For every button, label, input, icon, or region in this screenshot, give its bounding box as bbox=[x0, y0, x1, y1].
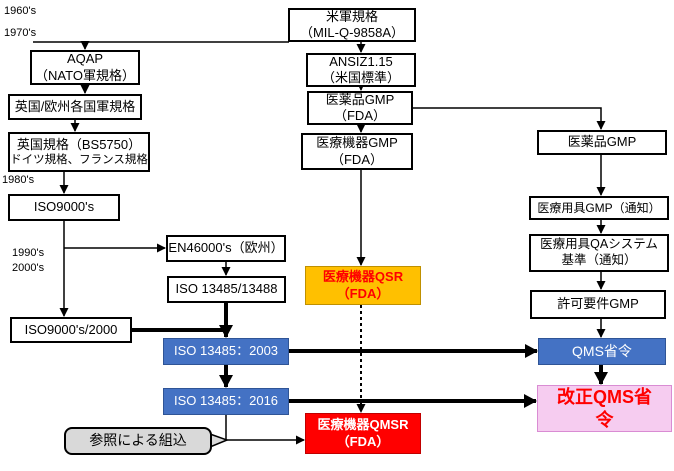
timeline-1980s: 1980's bbox=[2, 174, 35, 186]
box-label: （MIL-Q-9858A） bbox=[299, 25, 405, 40]
box-label: 医療機器QMSR bbox=[317, 417, 409, 433]
arrow-iso13485-2016-to-qmsr bbox=[225, 415, 305, 445]
box-label: ISO 13485/13488 bbox=[175, 281, 278, 297]
box-aqap: AQAP （NATO軍規格） bbox=[30, 50, 140, 85]
box-label: 医療用具GMP（通知） bbox=[537, 200, 661, 215]
timeline-2000s: 2000's bbox=[12, 262, 45, 274]
box-label: 医薬品GMP bbox=[325, 91, 395, 107]
box-label: （FDA） bbox=[336, 285, 390, 301]
box-iso13485-2016: ISO 13485：2016 bbox=[163, 388, 289, 415]
box-label: ISO9000's/2000 bbox=[24, 321, 118, 337]
box-label: （FDA） bbox=[333, 108, 386, 123]
box-label: ISO9000's bbox=[33, 199, 95, 215]
box-label: AQAP bbox=[66, 51, 104, 67]
arrow-drug-gmp-to-drug-gmp-jp bbox=[413, 107, 606, 130]
timeline-1970s: 1970's bbox=[4, 27, 37, 39]
box-label: （FDA） bbox=[336, 433, 390, 449]
box-iso9000-2000: ISO9000's/2000 bbox=[10, 317, 132, 343]
box-revised-qms-ordinance: 改正QMS省 令 bbox=[537, 385, 672, 432]
box-label: 医療用具QAシステム bbox=[540, 237, 658, 252]
box-label: ドイツ規格、フランス規格 bbox=[10, 153, 148, 166]
box-qms-ordinance: QMS省令 bbox=[538, 338, 666, 365]
box-iso9000: ISO9000's bbox=[8, 194, 120, 221]
box-label: 医療機器GMP bbox=[316, 135, 398, 151]
box-device-gmp-fda: 医療機器GMP （FDA） bbox=[301, 133, 413, 170]
box-ansi-z115: ANSIZ1.15 （米国標準） bbox=[306, 53, 416, 87]
box-drug-gmp-jp: 医薬品GMP bbox=[537, 130, 667, 155]
box-iso13485-2003: ISO 13485：2003 bbox=[163, 338, 289, 365]
box-device-gmp-notice: 医療用具GMP（通知） bbox=[529, 196, 669, 220]
box-label: （米国標準） bbox=[321, 70, 400, 85]
box-label: EN46000's（欧州） bbox=[168, 240, 284, 256]
box-label: 基準（通知） bbox=[561, 253, 637, 267]
box-label: ANSIZ1.15 bbox=[329, 53, 393, 69]
box-device-qmsr-fda: 医療機器QMSR （FDA） bbox=[305, 413, 421, 454]
box-label: （FDA） bbox=[330, 151, 383, 167]
box-label: ISO 13485：2016 bbox=[173, 393, 279, 409]
box-bs5750: 英国規格（BS5750） ドイツ規格、フランス規格 bbox=[8, 132, 150, 172]
box-label: 医薬品GMP bbox=[567, 134, 637, 150]
box-label: 医療機器QSR bbox=[322, 269, 404, 285]
callout-tail bbox=[209, 432, 230, 449]
box-label: 改正QMS省 bbox=[556, 387, 652, 407]
timeline-1990s: 1990's bbox=[12, 247, 45, 259]
box-qa-system-standard: 医療用具QAシステム 基準（通知） bbox=[529, 234, 669, 272]
box-mil-spec: 米軍規格 （MIL-Q-9858A） bbox=[288, 8, 416, 42]
box-label: （NATO軍規格） bbox=[35, 67, 135, 83]
box-label: 令 bbox=[595, 409, 614, 430]
box-iso13485-13488: ISO 13485/13488 bbox=[167, 276, 286, 303]
box-en46000: EN46000's（欧州） bbox=[166, 235, 286, 262]
callout-label: 参照による組込 bbox=[89, 432, 187, 449]
box-drug-gmp-fda: 医薬品GMP （FDA） bbox=[307, 91, 413, 125]
box-label: ISO 13485：2003 bbox=[173, 343, 279, 359]
box-label: QMS省令 bbox=[572, 342, 632, 359]
box-uk-eu-military: 英国/欧州各国軍規格 bbox=[8, 94, 142, 120]
callout-reference-incorporation: 参照による組込 bbox=[64, 427, 212, 455]
box-label: 英国/欧州各国軍規格 bbox=[14, 98, 136, 114]
timeline-1960s: 1960's bbox=[4, 5, 37, 17]
box-device-qsr-fda: 医療機器QSR （FDA） bbox=[305, 266, 421, 305]
box-license-gmp: 許可要件GMP bbox=[530, 290, 666, 319]
box-label: 許可要件GMP bbox=[557, 296, 639, 312]
box-label: 英国規格（BS5750） bbox=[16, 136, 142, 152]
box-label: 米軍規格 bbox=[325, 8, 378, 24]
